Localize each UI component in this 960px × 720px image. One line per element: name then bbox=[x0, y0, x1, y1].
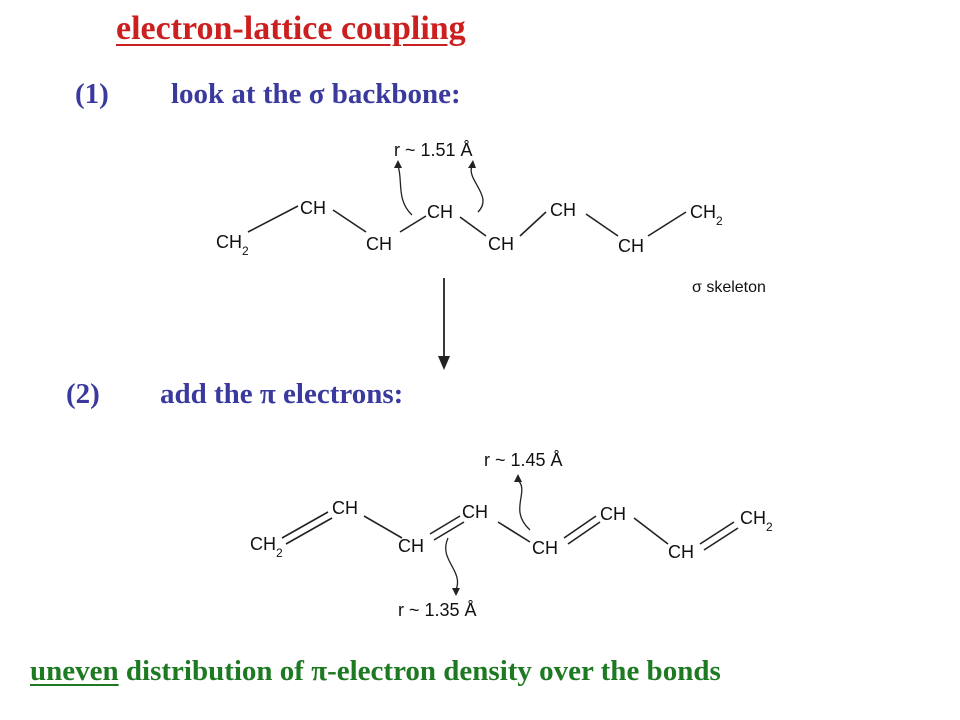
long-bond-length-label: r ~ 1.45 Å bbox=[484, 450, 563, 470]
footer-emphasis: uneven bbox=[30, 655, 119, 687]
ch2-right-subscript: 2 bbox=[766, 520, 773, 534]
single-bond-2 bbox=[497, 521, 531, 543]
sigma-bond-3 bbox=[399, 215, 427, 233]
arrowhead-icon bbox=[452, 588, 460, 596]
ch-label-1: CH bbox=[300, 198, 326, 218]
single-bond-1 bbox=[363, 515, 403, 539]
single-bond-3 bbox=[633, 517, 669, 545]
ch2-left-label: CH bbox=[250, 534, 276, 554]
step-2-text: add the π electrons: bbox=[160, 378, 404, 410]
curved-arrow-icon bbox=[397, 165, 413, 216]
ch-label-4: CH bbox=[532, 538, 558, 558]
ch2-left-subscript: 2 bbox=[276, 546, 283, 560]
double-bond-4b bbox=[703, 527, 739, 551]
pi-electron-diagram: CH 2 CH CH CH CH CH CH CH 2 r ~ 1.45 Å r… bbox=[212, 420, 822, 642]
ch-label-2: CH bbox=[366, 234, 392, 254]
ch2-left-label: CH bbox=[216, 232, 242, 252]
curved-arrow-icon bbox=[445, 537, 459, 591]
ch2-right-subscript: 2 bbox=[716, 214, 723, 228]
annotation-arrows bbox=[397, 165, 484, 216]
sigma-skeleton-caption: σ skeleton bbox=[692, 279, 766, 296]
sigma-bond-7 bbox=[647, 211, 687, 237]
ch-label-2: CH bbox=[398, 536, 424, 556]
ch-label-3: CH bbox=[462, 502, 488, 522]
sigma-bond-6 bbox=[585, 213, 619, 237]
short-bond-length-label: r ~ 1.35 Å bbox=[398, 600, 477, 620]
double-bond-2a bbox=[429, 515, 461, 535]
double-bond-4a bbox=[699, 521, 735, 545]
double-bond-1a bbox=[281, 511, 329, 539]
double-bond-3a bbox=[563, 515, 597, 539]
sigma-bond-1 bbox=[247, 205, 299, 233]
arrowhead-icon bbox=[468, 160, 476, 168]
pi-bonds bbox=[281, 511, 739, 551]
sigma-bond-5 bbox=[519, 211, 547, 237]
curved-arrow-icon bbox=[470, 165, 484, 213]
ch-label-6: CH bbox=[618, 236, 644, 256]
double-bond-1b bbox=[285, 517, 333, 545]
double-bond-3b bbox=[567, 521, 601, 545]
pi-electron-svg: CH 2 CH CH CH CH CH CH CH 2 r ~ 1.45 Å r… bbox=[250, 450, 773, 620]
down-arrow-icon bbox=[438, 356, 450, 370]
sigma-bond-4 bbox=[459, 216, 487, 237]
ch-label-6: CH bbox=[668, 542, 694, 562]
ch-label-5: CH bbox=[550, 200, 576, 220]
sigma-bond-2 bbox=[332, 209, 367, 233]
sigma-bonds bbox=[247, 205, 687, 237]
step-2-number: (2) bbox=[66, 378, 100, 410]
footer-statement: uneven distribution of π-electron densit… bbox=[30, 655, 721, 688]
curved-arrow-icon bbox=[517, 479, 531, 531]
double-bond-2b bbox=[433, 521, 465, 541]
ch-label-3: CH bbox=[427, 202, 453, 222]
step-1-heading: (1) look at the σ backbone: bbox=[75, 78, 461, 111]
ch-label-1: CH bbox=[332, 498, 358, 518]
bond-length-label: r ~ 1.51 Å bbox=[394, 140, 473, 160]
footer-text: distribution of π-electron density over … bbox=[118, 655, 721, 687]
arrowhead-icon bbox=[514, 474, 522, 482]
slide-title: electron-lattice coupling bbox=[116, 10, 466, 47]
step-2-heading: (2) add the π electrons: bbox=[66, 378, 403, 411]
ch2-right-label: CH bbox=[690, 202, 716, 222]
ch-label-4: CH bbox=[488, 234, 514, 254]
ch2-left-subscript: 2 bbox=[242, 244, 249, 258]
step-1-number: (1) bbox=[75, 78, 109, 110]
step-1-text: look at the σ backbone: bbox=[171, 78, 461, 110]
ch-label-5: CH bbox=[600, 504, 626, 524]
arrowhead-icon bbox=[394, 160, 402, 168]
sigma-backbone-diagram: CH 2 CH CH CH CH CH CH CH 2 r ~ 1.51 Å σ… bbox=[198, 120, 818, 372]
sigma-backbone-svg: CH 2 CH CH CH CH CH CH CH 2 r ~ 1.51 Å σ… bbox=[216, 140, 766, 370]
ch2-right-label: CH bbox=[740, 508, 766, 528]
